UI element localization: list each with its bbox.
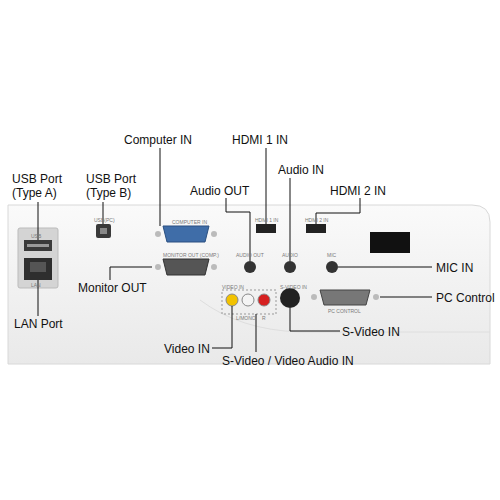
usb-b-port [96, 224, 111, 238]
callout-label: MIC IN [436, 261, 473, 275]
leader-line [160, 148, 161, 226]
pc-control-port [320, 290, 370, 305]
lan-port [24, 258, 52, 280]
callout-label: HDMI 2 IN [330, 184, 386, 198]
panel-marking: MIC [327, 252, 336, 258]
sensor-window [370, 232, 410, 253]
panel-marking: USB(PC) [94, 217, 115, 223]
callout-label: Computer IN [124, 133, 192, 147]
mic-jack [326, 261, 338, 273]
callout-label: Audio IN [278, 163, 324, 177]
leader-line [110, 267, 152, 280]
panel-marking: R [262, 315, 266, 321]
leader-line [212, 306, 232, 348]
leader-line [338, 267, 432, 268]
callout-label: S-Video / Video Audio IN [222, 354, 354, 368]
screw [373, 294, 379, 300]
screw [211, 264, 217, 270]
video-rca [226, 294, 238, 306]
callout-label: USB Port (Type B) [86, 172, 146, 200]
panel-marking: VIDEO IN [222, 284, 244, 290]
group-bracket [222, 290, 276, 314]
screw [211, 231, 217, 237]
panel-marking: L/MONO [236, 315, 256, 321]
screw [155, 264, 161, 270]
leader-line [290, 178, 291, 261]
port-plate [18, 228, 58, 288]
callout-label: Audio OUT [190, 184, 249, 198]
audio-out-jack [244, 261, 256, 273]
callout-label: USB Port (Type A) [12, 172, 72, 200]
audio-l-rca [242, 294, 254, 306]
lan-socket [30, 262, 46, 272]
panel-marking: PC CONTROL [328, 308, 361, 314]
usb-a-port [24, 240, 52, 251]
callout-label: PC Control [436, 291, 495, 305]
audio-r-rca [258, 294, 270, 306]
callout-label: S-Video IN [342, 325, 400, 339]
panel-marking: USB [31, 233, 41, 239]
leader-line [380, 297, 432, 298]
panel-marking: COMPUTER IN [172, 219, 207, 225]
panel-marking: HDMI 2 IN [305, 217, 328, 223]
callout-label: Monitor OUT [78, 281, 147, 295]
panel-marking: S-VIDEO IN [280, 284, 307, 290]
callout-label: Video IN [164, 342, 210, 356]
screw [311, 294, 317, 300]
panel-marking: AUDIO [282, 252, 298, 258]
panel-body [8, 205, 490, 364]
hdmi-1-port [256, 224, 276, 233]
panel-marking: AUDIO OUT [236, 252, 264, 258]
s-video-port [280, 288, 300, 308]
screw [155, 231, 161, 237]
leader-line [266, 148, 267, 224]
callout-label: LAN Port [14, 317, 63, 331]
panel-marking: HDMI 1 IN [255, 217, 278, 223]
audio-in-jack [284, 261, 296, 273]
leader-line [226, 198, 250, 261]
vga-monitor-out [163, 259, 209, 275]
usb-b-socket [100, 228, 107, 234]
callout-label: HDMI 1 IN [232, 133, 288, 147]
panel-marking: LAN [31, 282, 41, 288]
vga-computer-in [163, 226, 209, 242]
panel-marking: MONITOR OUT (COMP.) [163, 252, 219, 258]
hdmi-2-port [306, 224, 326, 233]
usb-a-tongue [27, 244, 49, 247]
